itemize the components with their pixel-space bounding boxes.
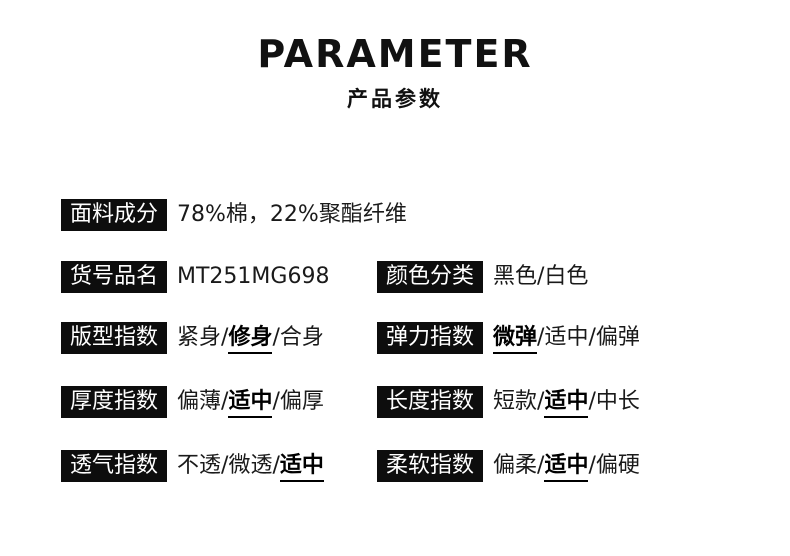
param-option: 不透 — [177, 453, 222, 478]
param-value: 78%棉，22%聚酯纤维 — [177, 202, 407, 227]
param-options: 偏柔/适中/偏硬 — [493, 450, 640, 482]
param-option: 偏硬 — [595, 453, 640, 478]
page-subtitle: 产品参数 — [347, 87, 443, 111]
param-value: MT251MG698 — [177, 264, 330, 289]
param-option: 短款 — [493, 389, 538, 414]
param-option: 偏弹 — [595, 325, 640, 350]
param-softness: 柔软指数 偏柔/适中/偏硬 — [377, 449, 640, 483]
param-thickness: 厚度指数 偏薄/适中/偏厚 — [61, 385, 324, 419]
param-option: 偏柔 — [493, 453, 538, 478]
param-label: 颜色分类 — [377, 261, 484, 293]
param-option: 微透 — [228, 453, 273, 478]
param-option: 适中 — [544, 388, 589, 418]
param-option: 中长 — [595, 389, 640, 414]
param-option: 微弹 — [493, 324, 538, 354]
param-option: 合身 — [279, 325, 324, 350]
param-item-no: 货号品名 MT251MG698 — [61, 260, 329, 294]
param-label: 柔软指数 — [377, 450, 484, 482]
param-label: 弹力指数 — [377, 322, 484, 354]
param-elasticity: 弹力指数 微弹/适中/偏弹 — [377, 321, 640, 355]
param-label: 透气指数 — [61, 450, 168, 482]
param-option: 偏厚 — [279, 389, 324, 414]
param-options: 偏薄/适中/偏厚 — [177, 386, 324, 418]
param-options: 短款/适中/中长 — [493, 386, 640, 418]
page-title: PARAMETER — [257, 32, 533, 76]
param-option: 偏薄 — [177, 389, 222, 414]
param-length: 长度指数 短款/适中/中长 — [377, 385, 640, 419]
param-options: 紧身/修身/合身 — [177, 322, 324, 354]
param-label: 面料成分 — [61, 199, 168, 231]
param-option: 紧身 — [177, 325, 222, 350]
param-value: 黑色/白色 — [493, 264, 589, 289]
param-material: 面料成分 78%棉，22%聚酯纤维 — [61, 198, 407, 232]
param-option: 修身 — [228, 324, 273, 354]
param-label: 货号品名 — [61, 261, 168, 293]
param-option: 适中 — [544, 452, 589, 482]
param-fit: 版型指数 紧身/修身/合身 — [61, 321, 324, 355]
param-option: 适中 — [228, 388, 273, 418]
param-label: 版型指数 — [61, 322, 168, 354]
param-breathability: 透气指数 不透/微透/适中 — [61, 449, 324, 483]
param-options: 微弹/适中/偏弹 — [493, 322, 640, 354]
param-option: 适中 — [544, 325, 589, 350]
param-label: 长度指数 — [377, 386, 484, 418]
param-label: 厚度指数 — [61, 386, 168, 418]
param-color: 颜色分类 黑色/白色 — [377, 260, 588, 294]
param-option: 适中 — [279, 452, 324, 482]
param-options: 不透/微透/适中 — [177, 450, 324, 482]
